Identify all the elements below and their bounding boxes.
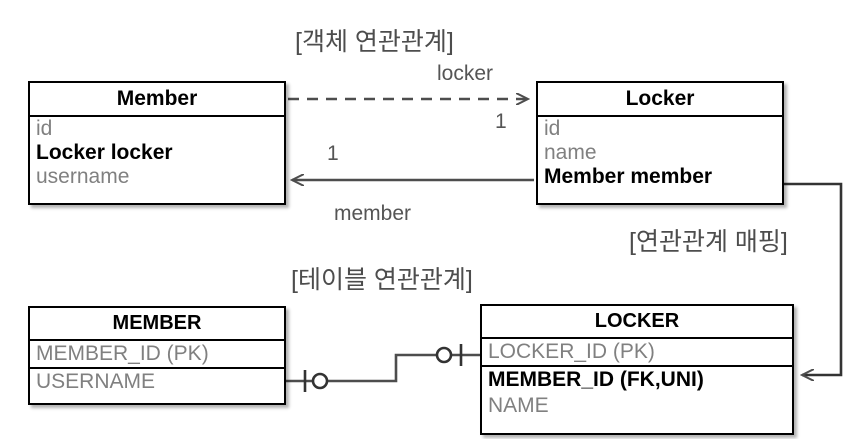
- class-attribute: id: [36, 117, 53, 140]
- section-label-association-mapping: [연관관계 매핑]: [629, 228, 788, 256]
- table-box-member[interactable]: MEMBER MEMBER_ID (PK) USERNAME: [28, 306, 286, 405]
- column-divider: [482, 365, 792, 367]
- class-attribute: id: [544, 117, 561, 140]
- table-columns-locker: LOCKER_ID (PK) MEMBER_ID (FK,UNI) NAME: [482, 339, 792, 419]
- table-column: NAME: [488, 394, 549, 417]
- class-name-member: Member: [30, 83, 284, 117]
- multiplicity-label-member-side: 1: [327, 142, 339, 165]
- class-attribute: Member member: [544, 165, 713, 188]
- table-box-locker[interactable]: LOCKER LOCKER_ID (PK) MEMBER_ID (FK,UNI)…: [480, 304, 794, 435]
- class-attributes-locker: id name Member member: [538, 117, 782, 189]
- class-attribute: Locker locker: [36, 141, 173, 164]
- multiplicity-label-locker-side: 1: [495, 110, 507, 133]
- class-attributes-member: id Locker locker username: [30, 117, 284, 189]
- table-name-locker: LOCKER: [482, 306, 792, 339]
- table-column: MEMBER_ID (FK,UNI): [488, 368, 704, 391]
- relationship-member-locker: [285, 344, 480, 392]
- class-box-locker[interactable]: Locker id name Member member: [536, 81, 784, 205]
- section-label-table-association: [테이블 연관관계]: [291, 266, 473, 294]
- table-columns-member: MEMBER_ID (PK) USERNAME: [30, 341, 284, 395]
- class-box-member[interactable]: Member id Locker locker username: [28, 81, 286, 205]
- class-name-locker: Locker: [538, 83, 782, 117]
- edge-label-member: member: [334, 202, 412, 225]
- table-column: USERNAME: [36, 370, 156, 393]
- table-column: MEMBER_ID (PK): [36, 342, 209, 365]
- class-attribute: name: [544, 141, 597, 164]
- class-attribute: username: [36, 165, 130, 188]
- section-label-object-association: [객체 연관관계]: [295, 28, 454, 56]
- edge-label-locker: locker: [437, 62, 494, 85]
- column-divider: [30, 367, 284, 369]
- table-column: LOCKER_ID (PK): [488, 340, 655, 363]
- table-name-member: MEMBER: [30, 308, 284, 341]
